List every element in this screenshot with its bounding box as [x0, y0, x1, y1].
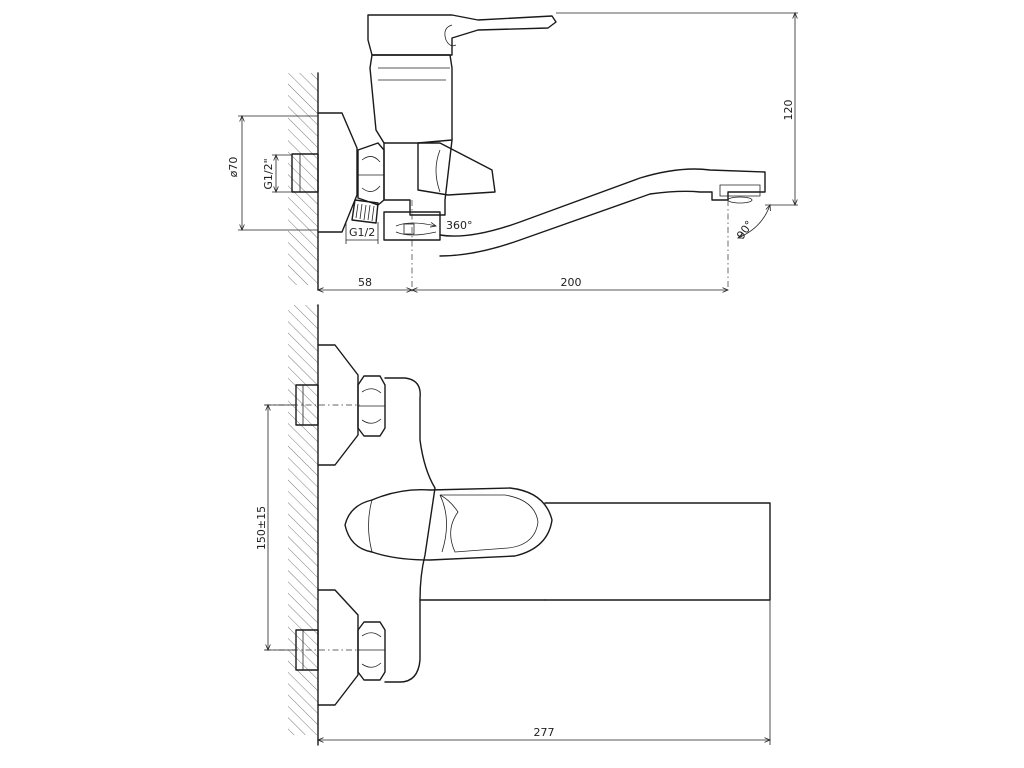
dim-angle: 90°: [734, 218, 756, 241]
dim-rotation: 360°: [446, 219, 473, 232]
dim-total-length: 277: [534, 726, 555, 739]
side-view: 120 ø70 G1/2" G1/2 360° 90° 58 200: [227, 13, 798, 292]
hex-nut-top: [357, 142, 385, 206]
front-view: 150±15 277: [255, 304, 771, 746]
dim-height: 120: [782, 100, 795, 121]
handle-boss: [344, 499, 373, 553]
spout-top: [439, 168, 766, 257]
inlet-pipe: [291, 153, 319, 193]
dim-wall-offset: 58: [358, 276, 372, 289]
dim-thread-bottom: G1/2: [349, 226, 375, 239]
dim-centers: 150±15: [255, 506, 268, 550]
dim-thread-inlet: G1/2": [262, 158, 275, 189]
dim-spout-reach: 200: [561, 276, 582, 289]
wall-hatch-top: [288, 73, 318, 285]
upper-nut: [357, 375, 386, 437]
lever-handle: [367, 14, 557, 56]
swivel-ring: [383, 211, 441, 241]
cartridge-cap: [417, 142, 496, 196]
dim-diameter: ø70: [227, 157, 240, 178]
lower-nut: [357, 621, 386, 681]
spout-front: [544, 502, 771, 601]
wall-flange-top: [317, 112, 358, 233]
lower-flange: [317, 589, 359, 706]
bottom-thread: [351, 199, 379, 224]
body-vertical: [384, 377, 436, 683]
